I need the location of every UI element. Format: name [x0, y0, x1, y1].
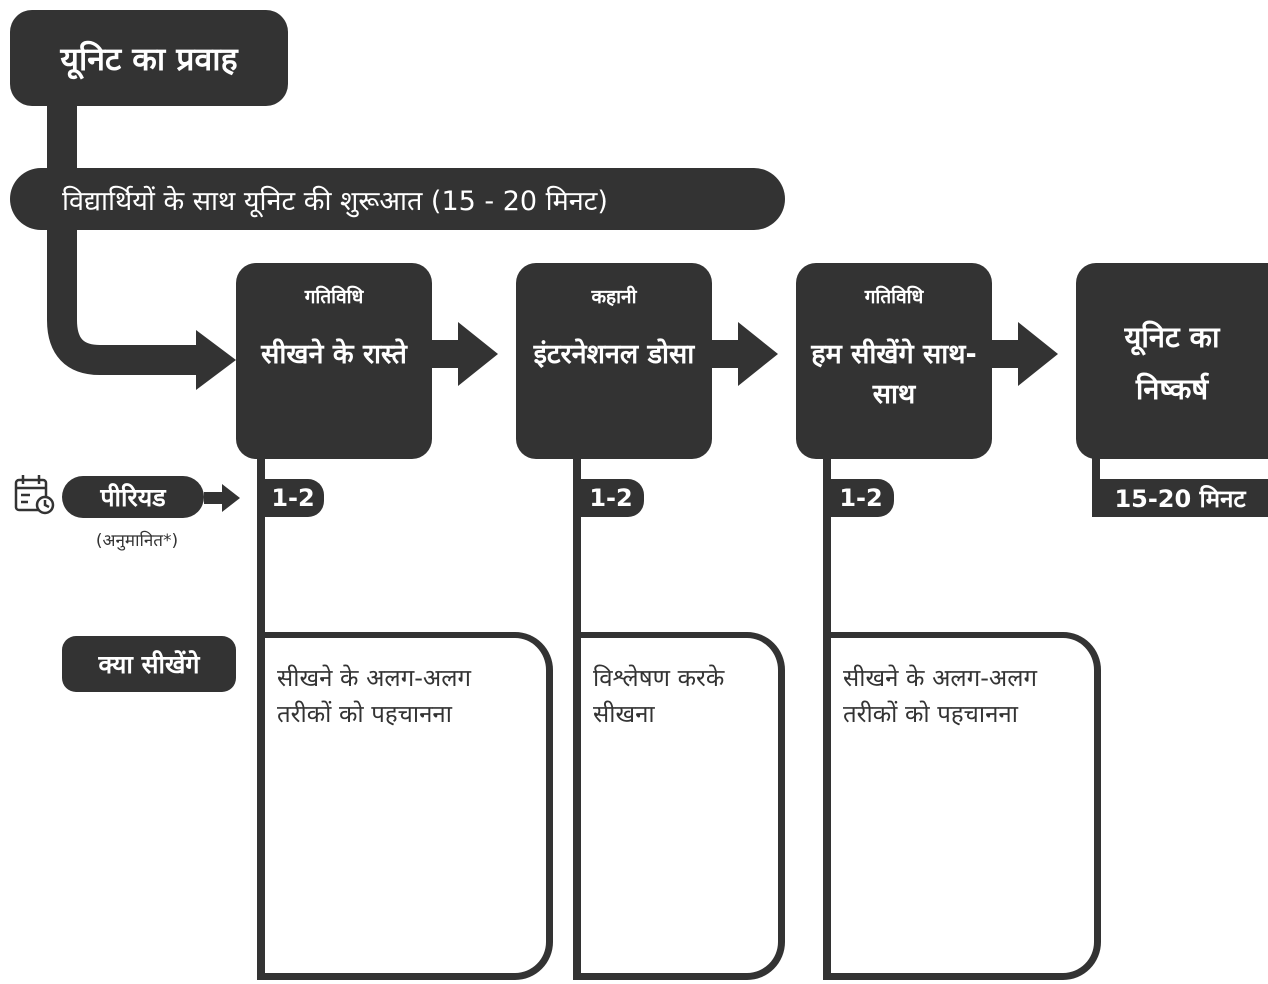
arrow-2-3	[712, 322, 778, 386]
learning-card-3: सीखने के अलग-अलग तरीकों को पहचानना	[823, 632, 1101, 980]
step-box-3: गतिविधि हम सीखेंगे साथ-साथ	[796, 263, 992, 459]
period-value: 1-2	[589, 484, 633, 512]
period-label: पीरियड	[100, 483, 166, 512]
period-arrow	[204, 484, 240, 512]
period-badge-3: 1-2	[828, 479, 894, 517]
step-2-stem	[573, 455, 581, 645]
conclusion-duration-badge: 15-20 मिनट	[1092, 479, 1268, 517]
period-badge-2: 1-2	[578, 479, 644, 517]
step-title: यूनिट का निष्कर्ष	[1124, 320, 1220, 406]
entry-arrow	[196, 330, 236, 390]
step-box-2: कहानी इंटरनेशनल डोसा	[516, 263, 712, 459]
duration-value: 15-20 मिनट	[1114, 484, 1246, 513]
period-label-pill: पीरियड	[62, 476, 204, 518]
unit-flow-title: यूनिट का प्रवाह	[10, 10, 288, 106]
step-box-1: गतिविधि सीखने के रास्ते	[236, 263, 432, 459]
unit-start-label: विद्यार्थियों के साथ यूनिट की शुरूआत (15…	[62, 185, 608, 217]
step-kind: गतिविधि	[304, 286, 364, 308]
learning-text: विश्लेषण करके सीखना	[593, 664, 725, 728]
learning-card-2: विश्लेषण करके सीखना	[573, 632, 785, 980]
learning-text: सीखने के अलग-अलग तरीकों को पहचानना	[277, 664, 471, 728]
step-3-stem	[823, 455, 831, 645]
calendar-clock-icon	[14, 475, 55, 515]
learn-label: क्या सीखेंगे	[98, 650, 200, 679]
learning-card-1: सीखने के अलग-अलग तरीकों को पहचानना	[257, 632, 553, 980]
period-value: 1-2	[271, 484, 315, 512]
arrow-3-4	[992, 322, 1058, 386]
step-title: इंटरनेशनल डोसा	[533, 339, 695, 370]
period-note: (अनुमानित*)	[95, 531, 179, 551]
unit-start-bar: विद्यार्थियों के साथ यूनिट की शुरूआत (15…	[10, 168, 785, 230]
step-title: हम सीखेंगे साथ-साथ	[811, 339, 977, 410]
learning-text: सीखने के अलग-अलग तरीकों को पहचानना	[843, 664, 1037, 728]
period-value: 1-2	[839, 484, 883, 512]
arrow-1-2	[432, 322, 498, 386]
conclusion-stem	[1092, 455, 1100, 495]
step-kind: कहानी	[591, 286, 637, 308]
step-kind: गतिविधि	[864, 286, 924, 308]
spine-connector	[47, 100, 200, 375]
period-badge-1: 1-2	[262, 479, 324, 517]
learn-label-pill: क्या सीखेंगे	[62, 636, 236, 692]
step-title: सीखने के रास्ते	[261, 339, 407, 370]
unit-flow-title-text: यूनिट का प्रवाह	[60, 39, 238, 78]
step-box-conclusion: यूनिट का निष्कर्ष	[1076, 263, 1268, 459]
